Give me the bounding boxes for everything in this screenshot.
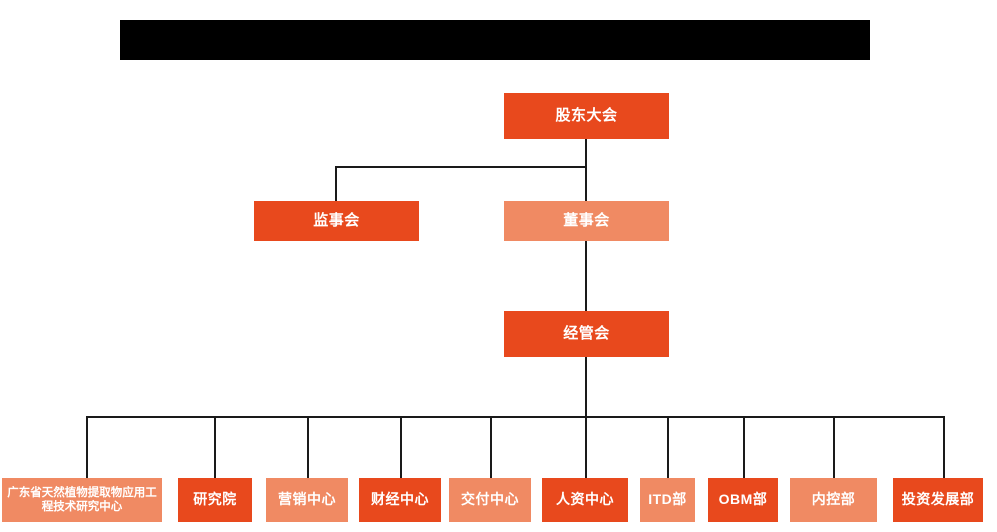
node-directors[interactable]: 董事会	[504, 201, 669, 241]
connector-drop-directors	[585, 166, 587, 202]
connector-shareholders-down	[585, 139, 587, 167]
redacted-title-banner	[120, 20, 870, 60]
node-research-institute[interactable]: 研究院	[178, 478, 252, 522]
node-supervisors[interactable]: 监事会	[254, 201, 419, 241]
node-marketing-center[interactable]: 营销中心	[266, 478, 348, 522]
connector-bus-level2	[335, 166, 587, 168]
connector-drop-obm-dept	[743, 416, 745, 478]
connector-drop-internal-control-dept	[833, 416, 835, 478]
node-management[interactable]: 经管会	[504, 311, 669, 357]
connector-drop-marketing-center	[307, 416, 309, 478]
node-shareholders[interactable]: 股东大会	[504, 93, 669, 139]
connector-management-down	[585, 357, 587, 417]
connector-drop-itd-dept	[667, 416, 669, 478]
node-obm-dept[interactable]: OBM部	[708, 478, 778, 522]
connector-drop-supervisors	[335, 166, 337, 202]
connector-drop-investment-dev-dept	[943, 416, 945, 478]
node-finance-center[interactable]: 财经中心	[359, 478, 441, 522]
connector-bus-leaves	[86, 416, 944, 418]
node-delivery-center[interactable]: 交付中心	[449, 478, 531, 522]
node-itd-dept[interactable]: ITD部	[640, 478, 695, 522]
node-investment-dev-dept[interactable]: 投资发展部	[893, 478, 983, 522]
connector-drop-finance-center	[400, 416, 402, 478]
node-hr-center[interactable]: 人资中心	[542, 478, 628, 522]
connector-directors-management	[585, 241, 587, 311]
node-eng-center[interactable]: 广东省天然植物提取物应用工程技术研究中心	[2, 478, 162, 522]
connector-drop-eng-center	[86, 416, 88, 478]
node-internal-control-dept[interactable]: 内控部	[790, 478, 877, 522]
connector-drop-delivery-center	[490, 416, 492, 478]
connector-drop-research-institute	[214, 416, 216, 478]
connector-drop-hr-center	[585, 416, 587, 478]
